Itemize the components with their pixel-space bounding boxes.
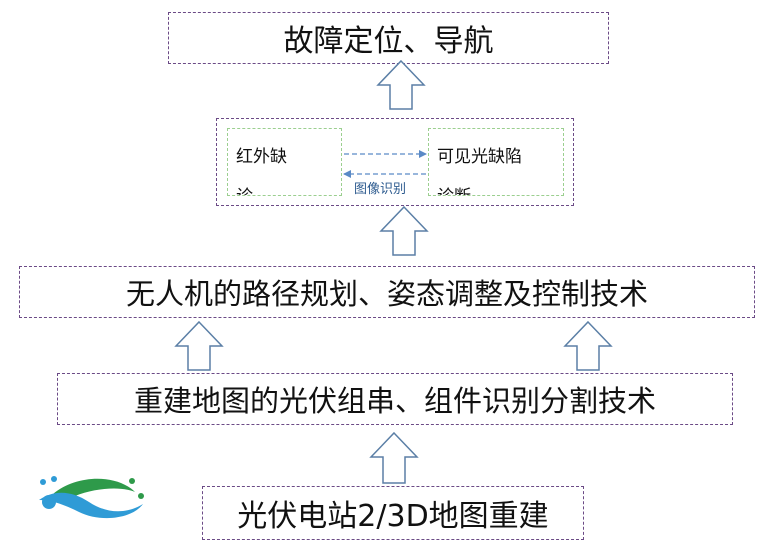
node-map-reconstruction: 光伏电站2/3D地图重建 — [202, 486, 584, 540]
node-infrared-diagnosis: 红外缺 诊 — [227, 128, 342, 196]
up-arrow-to-fault-location — [376, 59, 426, 110]
node-uav-planning-label: 无人机的路径规划、姿态调整及控制技术 — [125, 277, 648, 311]
logo-icon — [39, 476, 144, 519]
node-infrared-line1: 红外缺 — [236, 147, 287, 167]
up-arrow-to-diagnosis — [379, 205, 429, 256]
up-arrow-to-recognition — [369, 431, 419, 484]
up-arrow-right-to-uav — [563, 320, 613, 371]
node-string-recognition-label: 重建地图的光伏组串、组件识别分割技术 — [133, 384, 656, 418]
node-fault-location: 故障定位、导航 — [168, 12, 609, 64]
link-label: 图像识别 — [354, 182, 406, 197]
node-uav-planning: 无人机的路径规划、姿态调整及控制技术 — [19, 266, 755, 318]
node-visible-line2: 诊断 — [437, 177, 563, 195]
node-fault-location-label: 故障定位、导航 — [283, 24, 494, 59]
node-map-reconstruction-label: 光伏电站2/3D地图重建 — [237, 499, 549, 534]
node-visible-line1: 可见光缺陷 — [437, 147, 522, 167]
node-infrared-line2: 诊 — [236, 177, 341, 195]
node-string-recognition: 重建地图的光伏组串、组件识别分割技术 — [57, 373, 733, 425]
up-arrow-left-to-uav — [174, 320, 224, 371]
node-visible-diagnosis: 可见光缺陷 诊断 — [428, 128, 564, 196]
